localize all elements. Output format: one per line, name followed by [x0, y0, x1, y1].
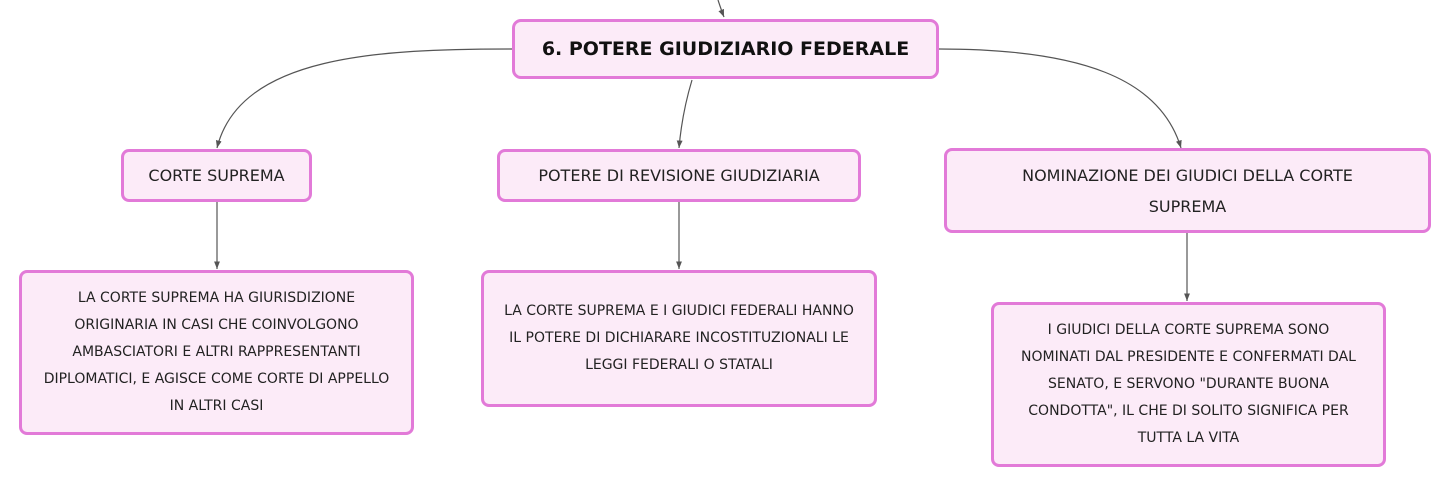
central-topic-node[interactable]: 6. POTERE GIUDIZIARIO FEDERALE	[512, 19, 939, 79]
detail-node-revisione-giudiziaria[interactable]: LA CORTE SUPREMA E I GIUDICI FEDERALI HA…	[481, 270, 877, 407]
topic-label: POTERE DI REVISIONE GIUDIZIARIA	[538, 166, 820, 185]
central-topic-label: 6. POTERE GIUDIZIARIO FEDERALE	[541, 38, 910, 60]
detail-text: LA CORTE SUPREMA E I GIUDICI FEDERALI HA…	[504, 303, 854, 373]
detail-node-nominazione-giudici[interactable]: I GIUDICI DELLA CORTE SUPREMA SONO NOMIN…	[991, 302, 1386, 467]
topic-label: NOMINAZIONE DEI GIUDICI DELLA CORTE SUPR…	[1022, 165, 1353, 216]
topic-node-corte-suprema[interactable]: CORTE SUPREMA	[121, 149, 312, 202]
topic-label: CORTE SUPREMA	[148, 166, 285, 185]
detail-text: LA CORTE SUPREMA HA GIURISDIZIONE ORIGIN…	[43, 290, 390, 414]
connector-central-to-nominazione	[938, 48, 1182, 149]
topic-node-revisione-giudiziaria[interactable]: POTERE DI REVISIONE GIUDIZIARIA	[497, 149, 861, 202]
connector-parent-to-central	[717, 0, 725, 18]
topic-node-nominazione-giudici[interactable]: NOMINAZIONE DEI GIUDICI DELLA CORTE SUPR…	[944, 148, 1431, 233]
connector-central-to-corte-suprema	[215, 48, 513, 149]
detail-node-corte-suprema[interactable]: LA CORTE SUPREMA HA GIURISDIZIONE ORIGIN…	[19, 270, 414, 435]
connector-central-to-revisione	[676, 79, 693, 149]
detail-text: I GIUDICI DELLA CORTE SUPREMA SONO NOMIN…	[1021, 322, 1356, 446]
